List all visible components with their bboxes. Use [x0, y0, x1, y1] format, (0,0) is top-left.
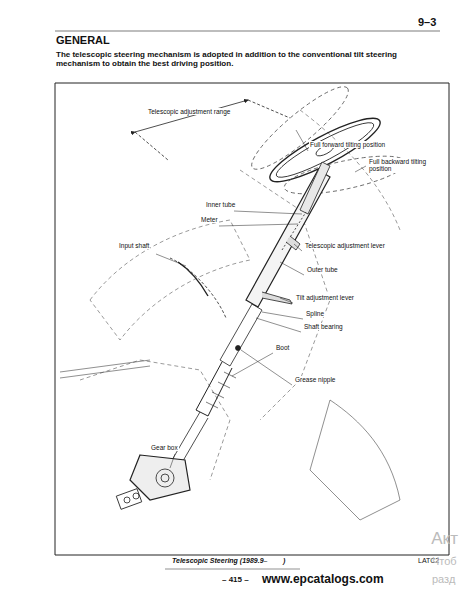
watermark: www.epcatalogs.com: [262, 573, 384, 587]
watermark: Акт: [431, 529, 458, 549]
part-label: Grease nipple: [294, 376, 336, 383]
footer-title: ): [283, 557, 285, 565]
part-label: Telescopic adjustment range: [147, 108, 231, 115]
intro-text: The telescopic steering mechanism is ado…: [56, 50, 441, 68]
part-label: Full backward tilting position: [368, 158, 442, 173]
part-label: Shaft bearing: [303, 323, 344, 330]
part-label: Inner tube: [205, 201, 236, 208]
part-label: Meter: [200, 216, 219, 223]
part-label: Telescopic adjustment lever: [304, 242, 386, 249]
part-label: Full forward tilting position: [309, 141, 386, 148]
watermark: Чтоб: [432, 555, 457, 568]
footer-title: Telescopic Steering (1989.9–: [172, 557, 267, 565]
part-label: Boot: [275, 344, 290, 351]
section-heading: GENERAL: [56, 34, 110, 47]
part-label: Gear box: [150, 444, 179, 451]
page-number: – 415 –: [222, 575, 249, 584]
part-label: Input shaft: [118, 242, 150, 249]
part-label: Tilt adjustment lever: [295, 294, 355, 301]
part-label: Outer tube: [306, 266, 339, 273]
part-label: Spline: [305, 310, 325, 317]
watermark: разд: [432, 573, 455, 586]
page-number: 9–3: [418, 16, 436, 29]
